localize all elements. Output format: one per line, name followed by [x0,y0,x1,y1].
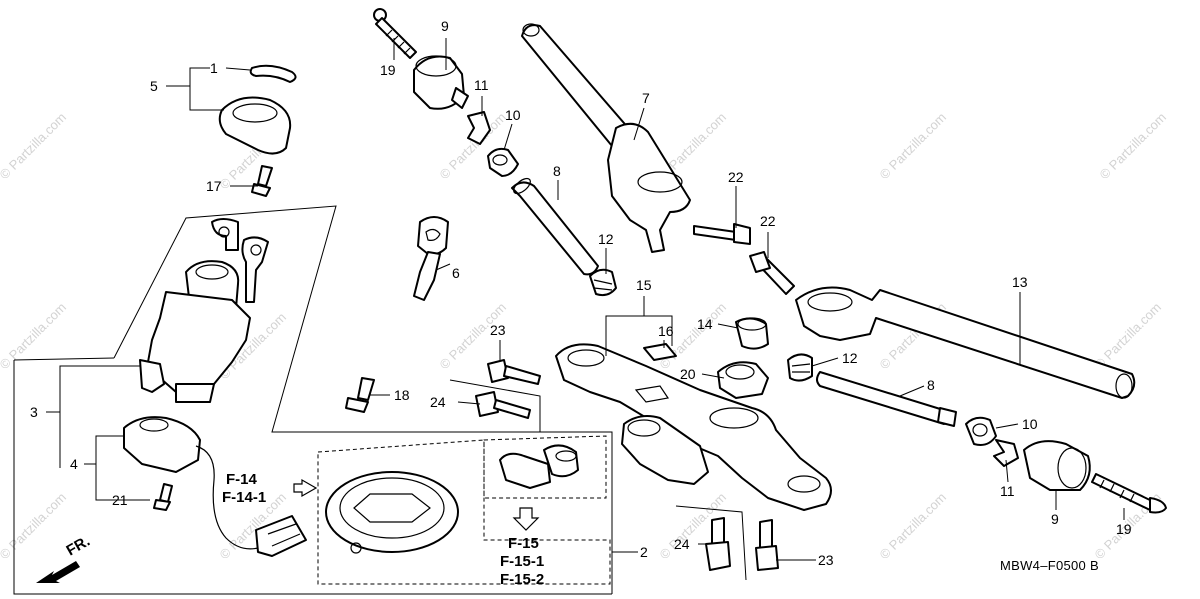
front-direction-arrow: FR. [36,533,93,583]
ref-f14: F-14 [226,471,258,488]
callout-23-lower: 23 [818,552,834,568]
callout-5: 5 [150,78,158,94]
screw-19-right-part [1091,473,1167,514]
ref-f15-1: F-15-1 [500,553,544,570]
callout-12-left: 12 [598,231,614,247]
bolt-22-lower-part [749,251,795,295]
reference-labels: F-14 F-14-1 F-15 F-15-1 F-15-2 [222,471,544,588]
assembly-frame [13,205,747,595]
bolt-24-lower-part [705,517,731,571]
callout-16: 16 [658,323,674,339]
circlip-part [249,64,297,83]
callout-19-left: 19 [380,62,396,78]
callout-10-right: 10 [1022,416,1038,432]
callout-18: 18 [394,387,410,403]
callout-15: 15 [636,277,652,293]
callout-20: 20 [680,366,696,382]
callout-24-lower: 24 [674,536,690,552]
callout-22-upper: 22 [728,169,744,185]
plate-part [643,343,677,361]
ref-arrow-left [293,478,318,498]
rubber-10-right-part [965,416,997,446]
callout-8-left: 8 [553,163,561,179]
callout-8-right: 8 [927,377,935,393]
watermark: © Partzilla.com [0,110,69,183]
watermark: © Partzilla.com [877,490,950,563]
callout-23-upper: 23 [490,322,506,338]
bolt-22-upper-part [693,223,751,245]
callout-3: 3 [30,404,38,420]
lock-cylinder-part [499,444,579,489]
callout-17: 17 [206,178,222,194]
callout-2: 2 [640,544,648,560]
key-collar-part [218,96,292,155]
screw-21-part [153,483,173,511]
rubber-10-left-part [487,147,519,177]
watermark: © Partzilla.com [877,110,950,183]
ignition-switch-part [139,218,269,403]
bar-end-weight-left-part [413,55,469,110]
top-bridge-part [555,343,832,511]
diagram-code: MBW4–F0500 B [1000,558,1099,573]
screw-18-part [345,377,375,413]
callout-21: 21 [112,492,128,508]
callout-4: 4 [70,456,78,472]
clip-11-left-part [467,111,491,145]
callout-7: 7 [642,90,650,106]
bar-end-weight-right-part [1023,440,1091,491]
ref-f15-2: F-15-2 [500,571,544,588]
callout-12-right: 12 [842,350,858,366]
callout-11-left: 11 [474,77,489,93]
weight-rod-left-part [511,177,599,276]
watermark: © Partzilla.com [1092,300,1165,373]
screw-17-part [251,165,273,197]
callout-13: 13 [1012,274,1028,290]
key-part [413,216,449,301]
right-handlebar-part [795,286,1136,399]
screw-19-left-part [373,8,417,59]
inset-box [317,435,611,585]
left-handlebar-part [521,23,691,253]
ref-f15: F-15 [508,535,539,552]
watermark: © Partzilla.com [0,490,69,563]
callout-24-upper: 24 [430,394,446,410]
nut-12-left-part [589,268,617,297]
ref-f14-1: F-14-1 [222,489,266,506]
callouts: 1 5 17 19 9 11 10 8 12 7 22 22 13 6 15 1… [30,18,1132,568]
stem-nut-part [717,361,769,399]
callout-11-right: 11 [1000,483,1015,499]
callout-22-lower: 22 [760,213,776,229]
bolt-23-lower-part [755,519,779,571]
bolt-23-upper-part [487,359,541,385]
nut-12-right-part [787,353,813,382]
watermark: © Partzilla.com [0,300,69,373]
clip-11-right-part [993,439,1019,467]
callout-9-right: 9 [1051,511,1059,527]
plug-part [735,317,769,350]
callout-14: 14 [697,316,713,332]
callout-6: 6 [452,265,460,281]
callout-1: 1 [210,60,218,76]
weight-rod-right-part [816,371,957,427]
fuel-cap-part [325,471,459,554]
leader-lines [46,38,1125,561]
callout-10-left: 10 [505,107,521,123]
callout-9-left: 9 [441,18,449,34]
callout-19-right: 19 [1116,521,1132,537]
watermark: © Partzilla.com [1097,110,1170,183]
ignition-sensor-part [123,416,307,557]
bolt-24-upper-part [475,391,531,419]
direction-label: FR. [64,533,93,560]
ref-arrow-down [512,507,540,531]
